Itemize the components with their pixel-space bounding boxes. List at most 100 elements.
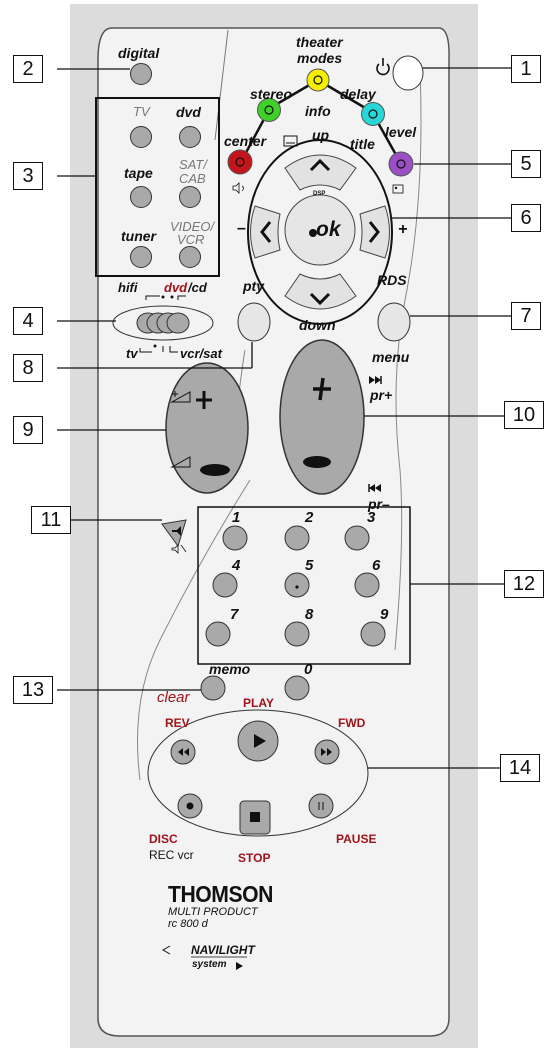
digit-2-button[interactable] (284, 525, 310, 551)
tv-button[interactable] (130, 126, 152, 148)
digit-0-button[interactable] (284, 675, 310, 701)
digital-label: digital (118, 45, 160, 61)
digit-4-button[interactable] (212, 572, 238, 598)
memo-label: memo (209, 661, 251, 677)
rds-label: RDS (377, 272, 407, 288)
memo-clear-button[interactable] (200, 675, 226, 701)
system-label: system (192, 959, 227, 970)
rds-button[interactable] (377, 302, 411, 342)
nav-left-button[interactable] (250, 205, 281, 259)
pty-label: pty (243, 278, 264, 294)
digit-3-label: 3 (367, 509, 376, 526)
digit-7-button[interactable] (205, 621, 231, 647)
sat-label: SAT/ (179, 157, 207, 172)
sat-cab-button[interactable] (179, 186, 201, 208)
stop-label: STOP (238, 851, 271, 865)
digit-2-label: 2 (305, 509, 314, 526)
hifi-label: hifi (118, 280, 138, 295)
tv-mode-label: tv (126, 346, 138, 361)
plus-label: + (398, 221, 408, 238)
digit-6-button[interactable] (354, 572, 380, 598)
digit-5-button[interactable] (284, 572, 310, 598)
dvd-button[interactable] (179, 126, 201, 148)
callout-12: 12 (504, 570, 544, 598)
red-key[interactable] (227, 149, 253, 175)
ok-button[interactable] (284, 194, 356, 266)
callout-5: 5 (511, 150, 541, 178)
pause-label: PAUSE (336, 832, 377, 846)
digit-9-label: 9 (380, 606, 389, 623)
body-contour (394, 69, 422, 651)
level-label: level (385, 124, 417, 140)
callout-lines (57, 67, 511, 769)
rewind-icon (178, 748, 189, 756)
numpad-box (197, 506, 411, 665)
brand-name: THOMSON (168, 881, 273, 907)
nav-up-button[interactable] (284, 154, 357, 191)
modes-label: modes (297, 50, 343, 66)
purple-key[interactable] (388, 151, 414, 177)
mode-selector-switch[interactable] (136, 312, 190, 334)
sound-icon (232, 182, 244, 194)
cyan-key[interactable] (361, 102, 385, 126)
rev-label: REV (165, 716, 190, 730)
callout-6: 6 (511, 204, 541, 232)
volume-down-icon (170, 456, 191, 468)
center-label: center (224, 133, 267, 149)
power-button[interactable] (392, 55, 424, 91)
volume-button[interactable] (165, 362, 249, 494)
dsp-label: DSP (313, 191, 326, 197)
digit-8-button[interactable] (284, 621, 310, 647)
info-label: info (305, 103, 331, 119)
delay-label: delay (340, 86, 376, 102)
pause-icon (318, 802, 324, 810)
stereo-label: stereo (250, 86, 293, 102)
digit-6-label: 6 (372, 557, 381, 574)
nav-down-button[interactable] (284, 273, 357, 310)
body-contour (137, 479, 251, 781)
digit-9-button[interactable] (360, 621, 386, 647)
ok-dot (309, 229, 317, 237)
green-key[interactable] (257, 98, 281, 122)
digit-0-label: 0 (304, 661, 313, 678)
device-box (95, 97, 220, 277)
callout-8: 8 (13, 354, 43, 382)
power-icon (376, 58, 390, 76)
tuner-button[interactable] (130, 246, 152, 268)
digit-3-button[interactable] (344, 525, 370, 551)
menu-label: menu (372, 349, 410, 365)
theater-label: theater (296, 34, 343, 50)
pty-button[interactable] (237, 302, 271, 342)
tape-button[interactable] (130, 186, 152, 208)
next-track-icon (369, 376, 382, 384)
body-contour (214, 29, 229, 141)
digital-button[interactable] (130, 63, 152, 85)
subtitle-icon (283, 135, 298, 147)
rec-vcr-label: REC vcr (149, 848, 194, 862)
pause-button[interactable] (308, 793, 334, 819)
tv-label: TV (133, 104, 150, 119)
tape-label: tape (124, 165, 153, 181)
down-label: down (299, 317, 336, 333)
pr-minus-label: pr– (368, 496, 390, 512)
programme-button[interactable] (279, 339, 365, 495)
callout-4: 4 (13, 307, 43, 335)
digit-8-label: 8 (305, 606, 314, 623)
play-icon (254, 734, 266, 748)
callout-3: 3 (13, 162, 43, 190)
disc-label: DISC (149, 832, 178, 846)
nav-right-button[interactable] (359, 205, 390, 259)
record-icon (186, 802, 194, 810)
mode-selector-markers (139, 295, 186, 353)
callout-2: 2 (13, 55, 43, 83)
video-vcr-button[interactable] (179, 246, 201, 268)
digit-1-button[interactable] (222, 525, 248, 551)
yellow-key[interactable] (306, 68, 330, 92)
stop-icon (250, 812, 260, 822)
callout-7: 7 (511, 302, 541, 330)
dvd-label: dvd (176, 104, 201, 120)
callout-14: 14 (500, 754, 540, 782)
callout-1: 1 (511, 55, 541, 83)
mute-button[interactable] (161, 519, 187, 548)
